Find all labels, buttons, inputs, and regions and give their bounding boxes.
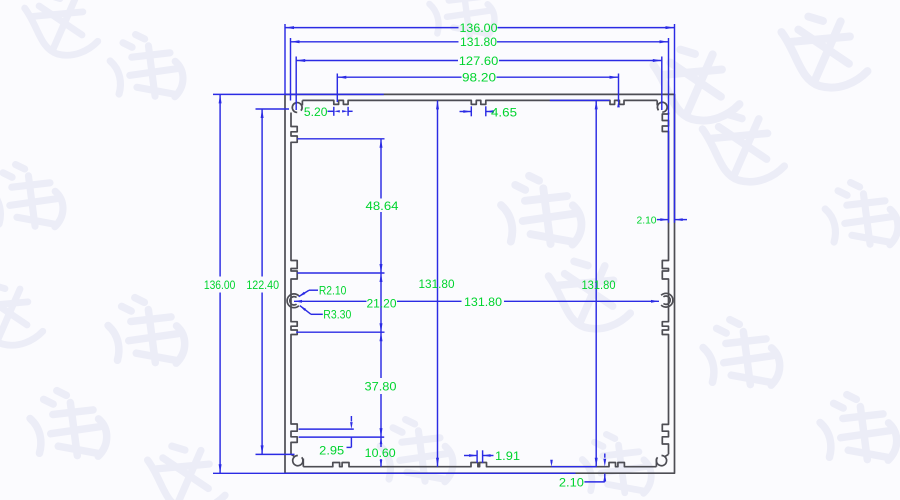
svg-text:2.10: 2.10 <box>559 475 584 489</box>
svg-text:127.60: 127.60 <box>459 54 499 68</box>
svg-text:5.20: 5.20 <box>304 105 328 119</box>
svg-text:131.80: 131.80 <box>582 278 616 292</box>
svg-text:37.80: 37.80 <box>365 379 397 393</box>
svg-text:98.20: 98.20 <box>462 71 496 85</box>
svg-text:131.80: 131.80 <box>419 277 455 291</box>
svg-text:10.60: 10.60 <box>365 446 396 460</box>
svg-text:2.95: 2.95 <box>319 444 344 458</box>
svg-text:131.80: 131.80 <box>460 35 497 49</box>
svg-text:122.40: 122.40 <box>246 278 279 292</box>
svg-text:136.00: 136.00 <box>204 278 236 292</box>
svg-text:136.00: 136.00 <box>460 21 498 35</box>
svg-text:131.80: 131.80 <box>464 295 502 309</box>
svg-text:2.10: 2.10 <box>637 214 657 226</box>
svg-text:R3.30: R3.30 <box>323 308 351 322</box>
svg-text:4.65: 4.65 <box>491 106 517 120</box>
svg-text:R2.10: R2.10 <box>319 283 347 297</box>
svg-text:48.64: 48.64 <box>366 199 399 213</box>
svg-text:21.20: 21.20 <box>367 297 397 311</box>
svg-text:1.91: 1.91 <box>495 449 520 463</box>
